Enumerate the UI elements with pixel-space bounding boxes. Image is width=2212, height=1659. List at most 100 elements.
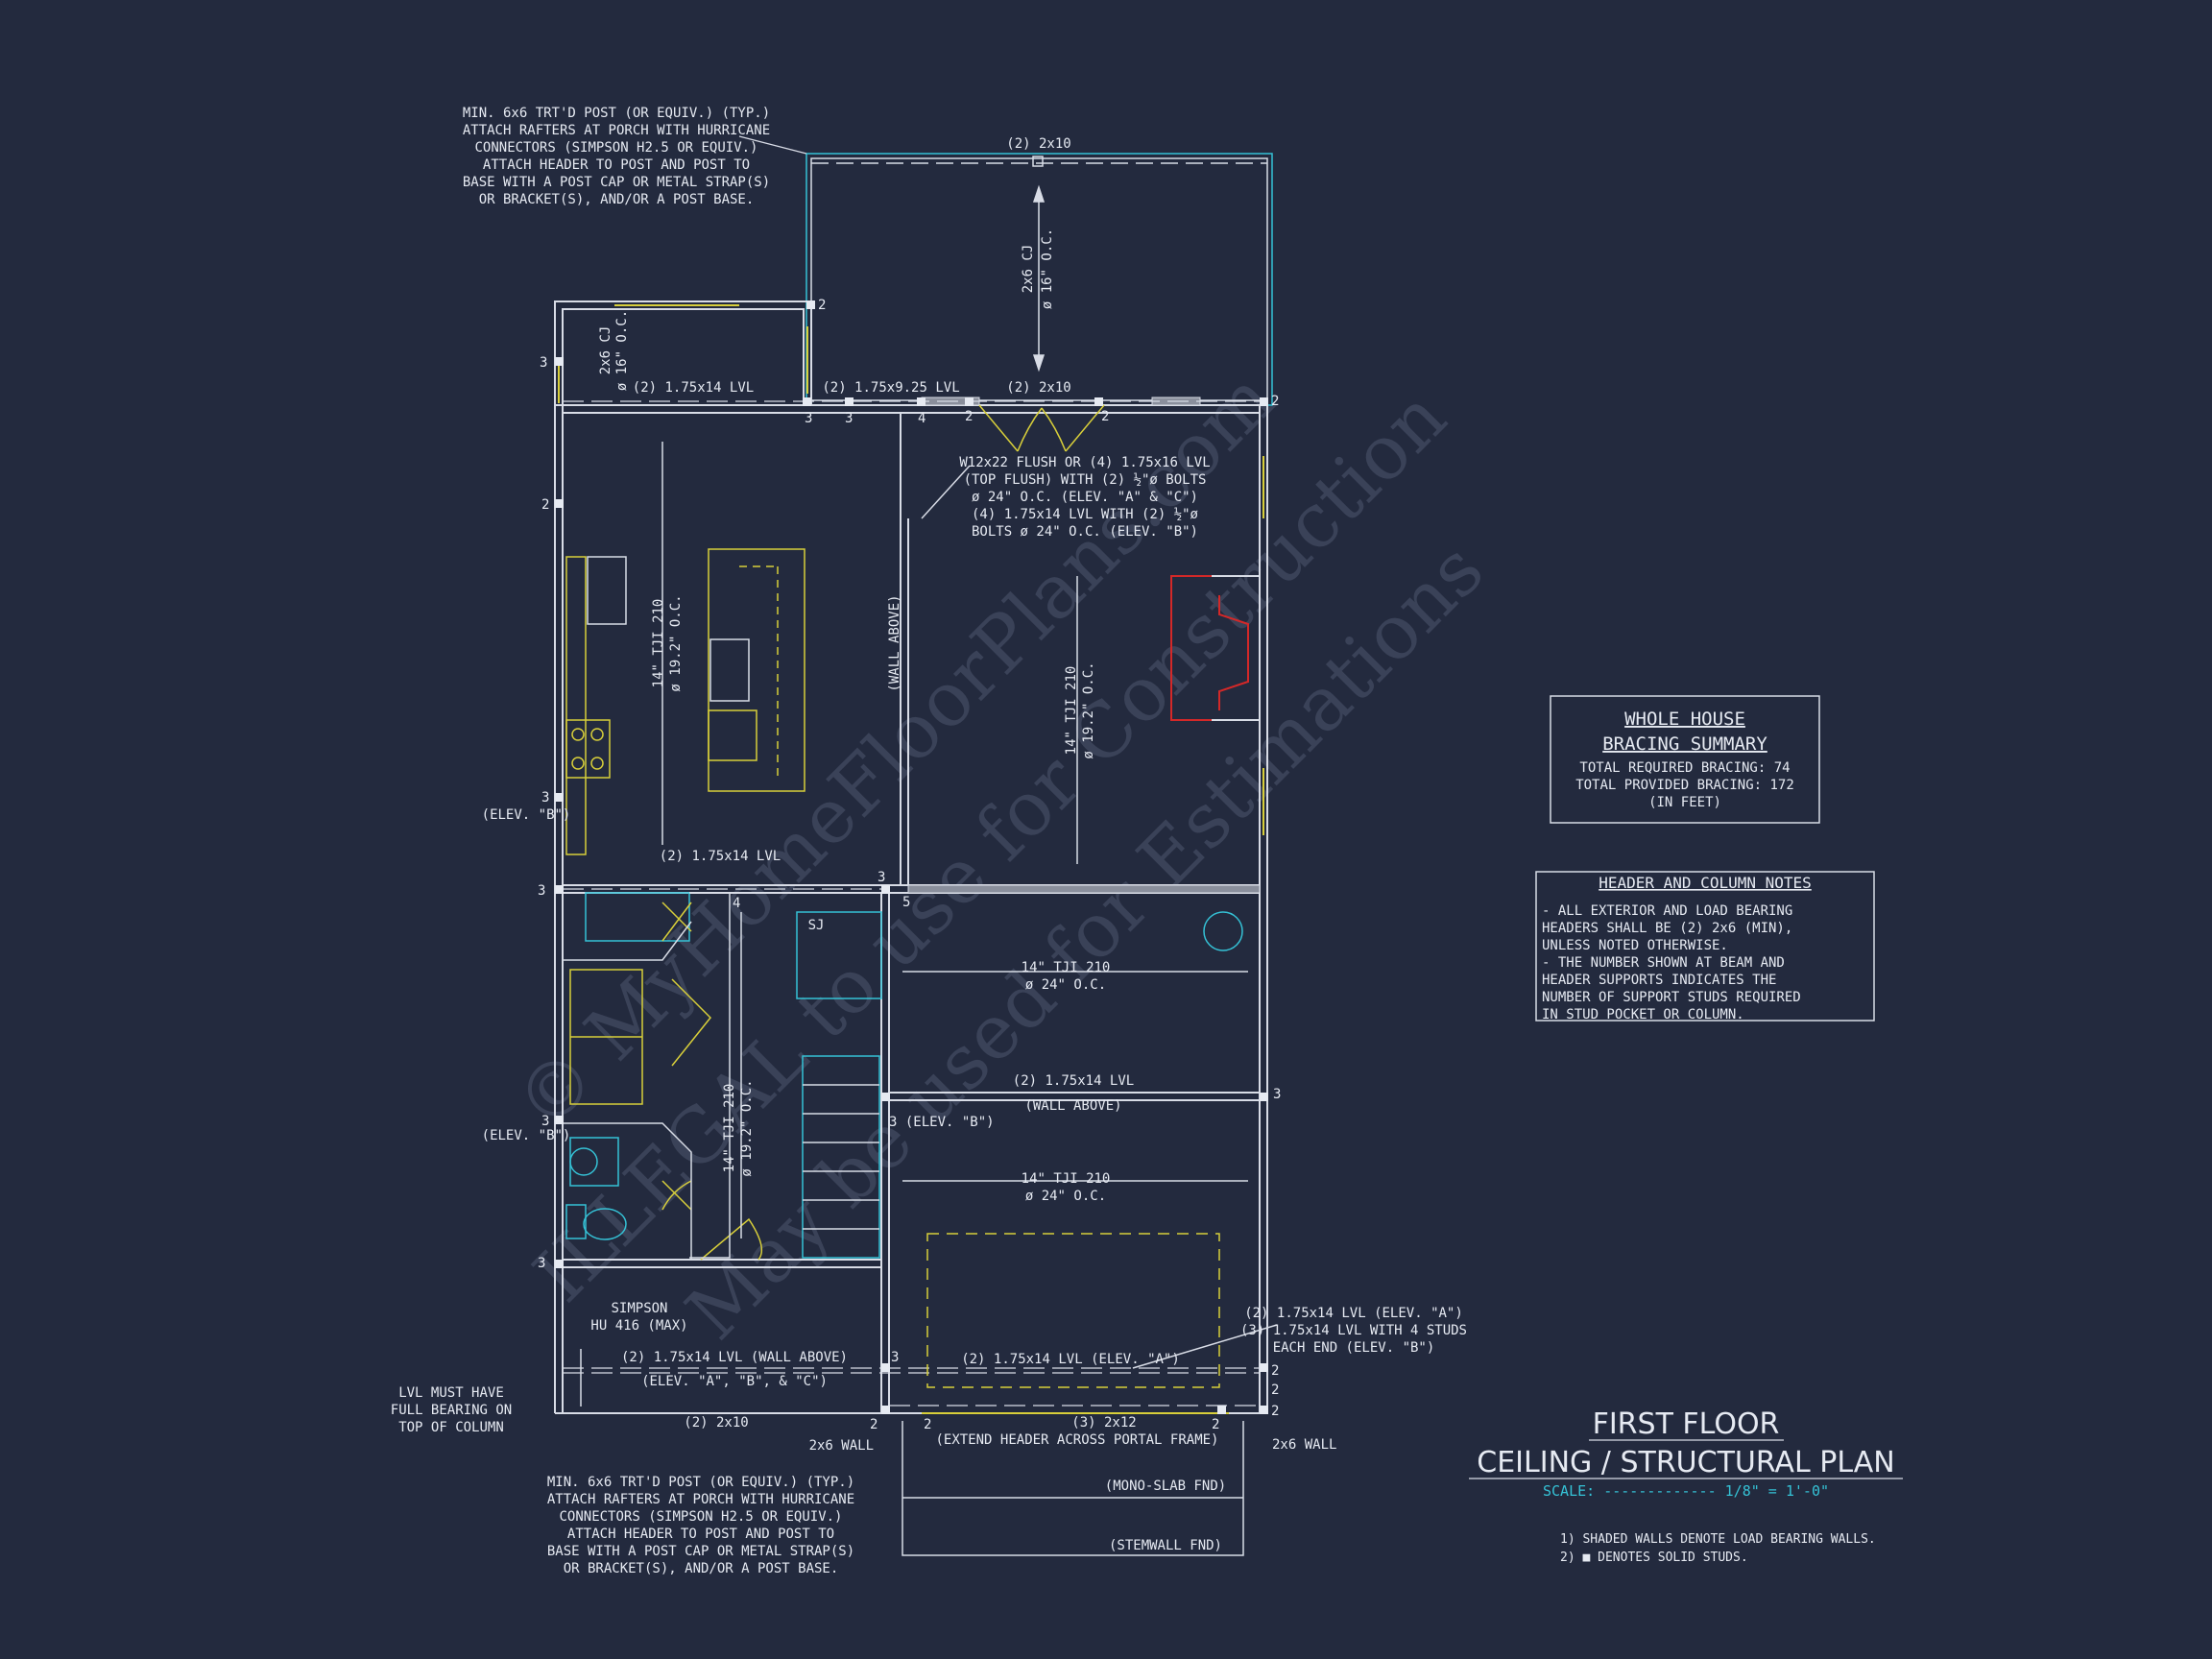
stud-count: 4 xyxy=(918,411,926,426)
stud xyxy=(965,397,974,406)
span-arrows xyxy=(580,442,1278,1407)
exterior-wall-left-top-inner xyxy=(562,308,805,1413)
scale-label: SCALE: ------------- 1/8" = 1'-0" xyxy=(1543,1482,1829,1500)
stemwall-label: (STEMWALL FND) xyxy=(1109,1538,1222,1553)
closet-shelf xyxy=(585,892,690,942)
note-line: MIN. 6x6 TRT'D POST (OR EQUIV.) (TYP.) xyxy=(547,1475,854,1490)
beam-note-line: W12x22 FLUSH OR (4) 1.75x16 LVL xyxy=(959,455,1210,470)
burner xyxy=(571,728,585,741)
watermark: © MyHomeFloorPlans.com ILLEGAL to use fo… xyxy=(499,355,1500,1356)
title-block: FIRST FLOOR CEILING / STRUCTURAL PLAN SC… xyxy=(1469,1407,1903,1500)
firebox xyxy=(1218,595,1249,710)
vanity xyxy=(569,1137,619,1187)
wall-2x6-right: 2x6 WALL xyxy=(1272,1437,1336,1453)
stud-count: 3 xyxy=(1273,1087,1281,1102)
porch-spacing-label: ø 16" O.C. xyxy=(1040,228,1055,309)
watermark-line-3: May be used for Estimations xyxy=(670,526,1500,1356)
stud-count: 3 xyxy=(538,1256,545,1271)
stud xyxy=(1260,397,1268,406)
stud-count: 3 xyxy=(541,1114,549,1129)
stud-count: 4 xyxy=(733,896,740,911)
legend-line-2: 2) ■ DENOTES SOLID STUDS. xyxy=(1560,1551,1748,1565)
pantry xyxy=(796,911,882,999)
french-doors xyxy=(978,404,1105,452)
simpson-label-1: SIMPSON xyxy=(611,1301,667,1316)
note-line: CONNECTORS (SIMPSON H2.5 OR EQUIV.) xyxy=(474,140,757,156)
right-note-1: (2) 1.75x14 LVL (ELEV. "A") xyxy=(1244,1306,1463,1321)
kitchen xyxy=(565,548,805,855)
header-column-notes: HEADER AND COLUMN NOTES - ALL EXTERIOR A… xyxy=(1535,871,1875,1022)
note-line: ATTACH HEADER TO POST AND POST TO xyxy=(567,1527,834,1542)
right-note-3: EACH END (ELEV. "B") xyxy=(1273,1340,1435,1356)
door-swing xyxy=(700,1217,763,1261)
stud xyxy=(803,397,811,406)
stud-count: 3 xyxy=(540,355,547,371)
lvl-bearing-1: LVL MUST HAVE xyxy=(398,1385,504,1401)
door-swing xyxy=(661,1180,692,1211)
stud xyxy=(881,1363,890,1372)
wall-above-label: (WALL ABOVE) xyxy=(1024,1098,1121,1114)
stud-count: 2 xyxy=(1271,394,1279,409)
stud-count: 2 xyxy=(818,298,826,313)
living-joist-label: 14" TJI 210 xyxy=(1064,666,1079,756)
burner xyxy=(590,757,604,770)
island-sink xyxy=(708,709,757,761)
bracing-title-1: WHOLE HOUSE xyxy=(1624,709,1745,730)
beam-note-line: BOLTS ø 24" O.C. (ELEV. "B") xyxy=(972,524,1198,540)
note-line: ATTACH HEADER TO POST AND POST TO xyxy=(483,157,750,173)
foundation xyxy=(902,1421,1244,1556)
stud-count: 3 xyxy=(845,411,853,426)
stud xyxy=(845,397,854,406)
header-note-line: HEADERS SHALL BE (2) 2x6 (MIN), xyxy=(1542,921,1792,936)
stud-count: 2 xyxy=(870,1417,878,1432)
beam-lines xyxy=(563,400,1260,1407)
bath-spacing-label: ø 19.2" O.C. xyxy=(739,1079,755,1176)
stud-count: 5 xyxy=(902,895,910,910)
stud-count: 3 xyxy=(541,790,549,805)
living-spacing-label: ø 19.2" O.C. xyxy=(1081,661,1096,758)
stud xyxy=(555,793,564,802)
elev-abc-label: (ELEV. "A", "B", & "C") xyxy=(641,1374,828,1389)
water-heater xyxy=(1203,911,1243,951)
porch-beam-label: (2) 2x10 xyxy=(1006,136,1070,152)
header-notes-title: HEADER AND COLUMN NOTES xyxy=(1599,874,1812,892)
garage-car-outline xyxy=(926,1233,1220,1388)
refrigerator xyxy=(587,556,627,625)
beam-note-line: (4) 1.75x14 LVL WITH (2) ½"ø xyxy=(972,507,1199,522)
garage-lvl-label: (2) 1.75x14 LVL xyxy=(1013,1073,1134,1089)
door-swing xyxy=(1017,407,1067,452)
stud xyxy=(806,301,815,309)
arrow-head xyxy=(1032,354,1046,373)
stud-count: 3 xyxy=(878,870,885,885)
bracing-provided: TOTAL PROVIDED BRACING: 172 xyxy=(1575,778,1794,793)
stud-count: 2 xyxy=(1212,1417,1219,1432)
stud xyxy=(555,357,564,366)
post-symbol xyxy=(1032,156,1044,167)
toilet-tank xyxy=(565,1204,587,1239)
door-swing xyxy=(661,902,692,942)
rear-porch xyxy=(805,153,1273,406)
stud-count: 2 xyxy=(1271,1382,1279,1398)
bracing-summary: WHOLE HOUSE BRACING SUMMARY TOTAL REQUIR… xyxy=(1550,695,1820,824)
windows xyxy=(558,304,1264,1414)
lvl-label-a: (2) 1.75x14 LVL xyxy=(633,380,754,396)
stairs xyxy=(802,1055,880,1259)
burner xyxy=(590,728,604,741)
door-leaf xyxy=(978,404,1105,452)
note-line: BASE WITH A POST CAP OR METAL STRAP(S) xyxy=(463,175,770,190)
title-line-1: FIRST FLOOR xyxy=(1593,1407,1780,1441)
garage-spacing-label-2: ø 24" O.C. xyxy=(1025,1189,1106,1204)
right-note-2: (3) 1.75x14 LVL WITH 4 STUDS xyxy=(1240,1323,1467,1338)
note-line: OR BRACKET(S), AND/OR A POST BASE. xyxy=(479,192,755,207)
lvl-elev-a-label: (2) 1.75x14 LVL (ELEV. "A") xyxy=(961,1352,1180,1367)
kitchen-joist-label: 14" TJI 210 xyxy=(651,599,666,688)
title-line-2: CEILING / STRUCTURAL PLAN xyxy=(1477,1446,1894,1479)
fireplace-hearth xyxy=(1170,575,1212,721)
hatched-wall xyxy=(907,884,1261,894)
simpson-label-2: HU 416 (MAX) xyxy=(590,1318,687,1334)
stud-count: 2 xyxy=(541,497,549,513)
stud xyxy=(1217,1406,1226,1414)
nook-joist-label: 2x6 CJ xyxy=(598,326,613,375)
note-line: ATTACH RAFTERS AT PORCH WITH HURRICANE xyxy=(547,1492,854,1507)
legend-line-1: 1) SHADED WALLS DENOTE LOAD BEARING WALL… xyxy=(1560,1532,1876,1547)
